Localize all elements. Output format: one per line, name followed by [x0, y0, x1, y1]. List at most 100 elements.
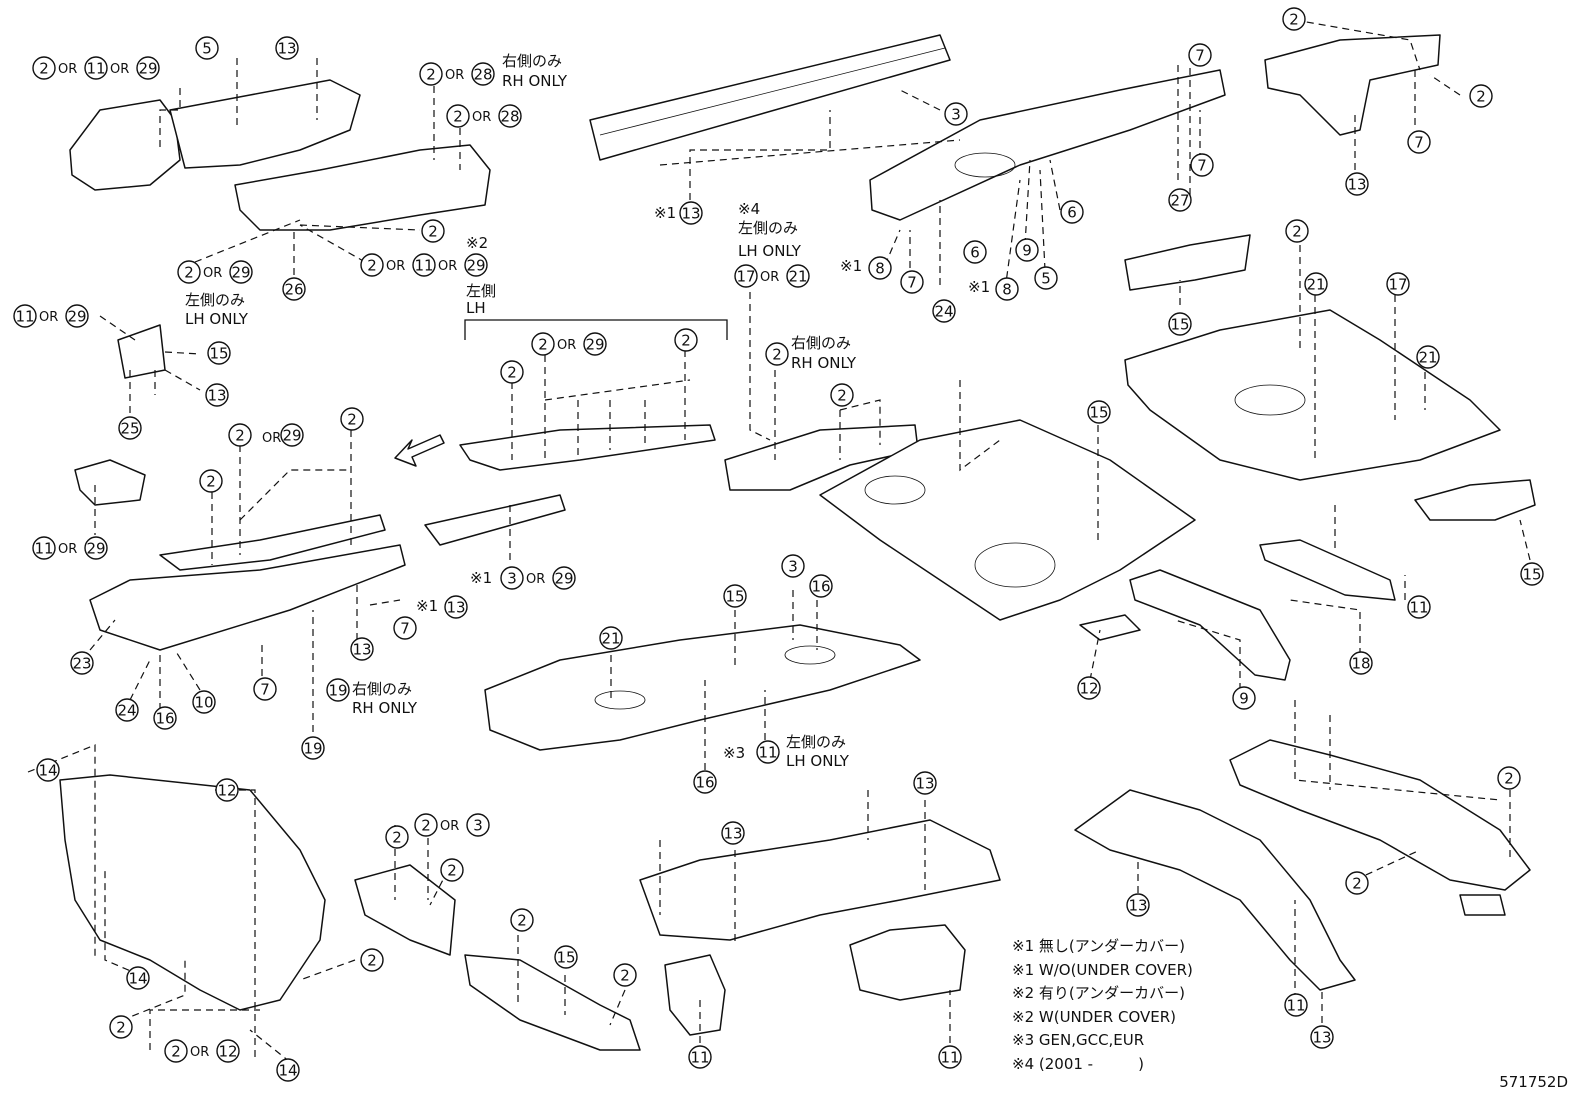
callout-2: 2 — [32, 56, 56, 80]
callout-25: 25 — [118, 416, 142, 440]
svg-text:21: 21 — [1306, 276, 1325, 294]
part-lower-cross-member — [464, 954, 641, 1051]
callout-2: 2 — [765, 342, 789, 366]
callout-2: 2 — [177, 260, 201, 284]
callout-7: 7 — [393, 616, 417, 640]
svg-text:11: 11 — [690, 1049, 709, 1067]
svg-text:5: 5 — [202, 40, 212, 58]
part-rear-bracket-bottom — [1459, 894, 1506, 916]
svg-text:29: 29 — [86, 540, 105, 558]
callout-7: 7 — [1188, 43, 1212, 67]
or-label: OR — [262, 431, 281, 446]
callout-17: 17 — [1386, 272, 1410, 296]
part-center-floor — [819, 419, 1196, 621]
callout-2: 2 — [419, 62, 443, 86]
svg-text:2: 2 — [681, 332, 691, 350]
note1-label: ※1 — [470, 569, 492, 587]
rh-only-label: RH ONLY — [791, 354, 857, 372]
callout-2: 2 — [109, 1015, 133, 1039]
callout-2: 2 — [1282, 7, 1306, 31]
callout-29: 29 — [65, 304, 89, 328]
callout-2: 2 — [421, 219, 445, 243]
right-side-only-label: 右側のみ — [352, 680, 412, 698]
callout-2: 2 — [510, 908, 534, 932]
left-side-only-label: 左側のみ — [786, 733, 846, 751]
callout-29: 29 — [583, 332, 607, 356]
svg-text:2: 2 — [116, 1019, 126, 1037]
diagram-id: 571752D — [1499, 1073, 1568, 1091]
callout-10: 10 — [192, 690, 216, 714]
callout-9: 9 — [1015, 238, 1039, 262]
svg-text:21: 21 — [601, 630, 620, 648]
callout-5: 5 — [1034, 266, 1058, 290]
svg-text:7: 7 — [260, 681, 270, 699]
legend-item: ※3 GEN,GCC,EUR — [1012, 1031, 1145, 1049]
svg-text:15: 15 — [1089, 404, 1108, 422]
part-floor-tunnel — [639, 819, 1001, 941]
right-side-only-label: 右側のみ — [791, 334, 851, 352]
svg-text:26: 26 — [284, 281, 303, 299]
note3-label: ※3 — [723, 744, 745, 762]
callout-29: 29 — [464, 253, 488, 277]
svg-text:13: 13 — [1312, 1029, 1331, 1047]
svg-text:13: 13 — [681, 205, 700, 223]
callout-21: 21 — [599, 626, 623, 650]
callout-7: 7 — [1407, 130, 1431, 154]
part-main-floor-pan — [484, 624, 921, 751]
callout-29: 29 — [229, 260, 253, 284]
callout-11: 11 — [13, 304, 37, 328]
callout-2: 2 — [360, 948, 384, 972]
svg-text:15: 15 — [209, 345, 228, 363]
callout-11: 11 — [1284, 993, 1308, 1017]
callout-11: 11 — [32, 536, 56, 560]
part-front-apron — [234, 144, 491, 231]
svg-text:19: 19 — [328, 682, 347, 700]
callout-14: 14 — [126, 966, 150, 990]
callout-2: 2 — [164, 1039, 188, 1063]
callout-13: 13 — [679, 201, 703, 225]
svg-text:29: 29 — [585, 336, 604, 354]
svg-text:2: 2 — [1476, 88, 1486, 106]
svg-text:13: 13 — [277, 40, 296, 58]
note2-label: ※2 — [466, 234, 488, 252]
callout-16: 16 — [153, 706, 177, 730]
part-seat-bracket-right — [849, 924, 966, 1001]
svg-text:23: 23 — [72, 655, 91, 673]
left-side-only-label: 左側のみ — [738, 219, 798, 237]
svg-text:13: 13 — [446, 599, 465, 617]
callout-12: 12 — [216, 1039, 240, 1063]
callout-29: 29 — [84, 536, 108, 560]
or-label: OR — [39, 310, 58, 325]
callout-13: 13 — [913, 771, 937, 795]
part-rear-frame — [1074, 789, 1356, 991]
callout-29: 29 — [552, 566, 576, 590]
callout-19: 19 — [326, 678, 350, 702]
svg-text:15: 15 — [725, 588, 744, 606]
svg-text:15: 15 — [556, 949, 575, 967]
callout-11: 11 — [938, 1045, 962, 1069]
callout-24: 24 — [115, 698, 139, 722]
part-front-upper-left — [69, 99, 181, 191]
svg-text:15: 15 — [1170, 316, 1189, 334]
callout-21: 21 — [786, 264, 810, 288]
callout-3: 3 — [500, 566, 524, 590]
callout-19: 19 — [301, 736, 325, 760]
svg-text:11: 11 — [1286, 997, 1305, 1015]
part-rear-upper-bracket — [1264, 34, 1441, 136]
lh-label: LH — [466, 299, 486, 317]
part-cowl-side — [169, 79, 361, 169]
svg-text:21: 21 — [1418, 349, 1437, 367]
svg-text:3: 3 — [473, 817, 483, 835]
svg-text:27: 27 — [1170, 192, 1189, 210]
callout-2: 2 — [1285, 219, 1309, 243]
svg-text:2: 2 — [447, 862, 457, 880]
legend-item: ※1 無し(アンダーカバー) — [1012, 937, 1185, 955]
lh-only-label: LH ONLY — [185, 310, 249, 328]
callout-15: 15 — [554, 945, 578, 969]
note1-label: ※1 — [968, 278, 990, 296]
callout-28: 28 — [498, 104, 522, 128]
legend-item: ※1 W/O(UNDER COVER) — [1012, 960, 1193, 979]
svg-text:28: 28 — [500, 108, 519, 126]
note4-label: ※4 — [738, 200, 760, 218]
part-rear-end-pan — [1414, 479, 1536, 521]
